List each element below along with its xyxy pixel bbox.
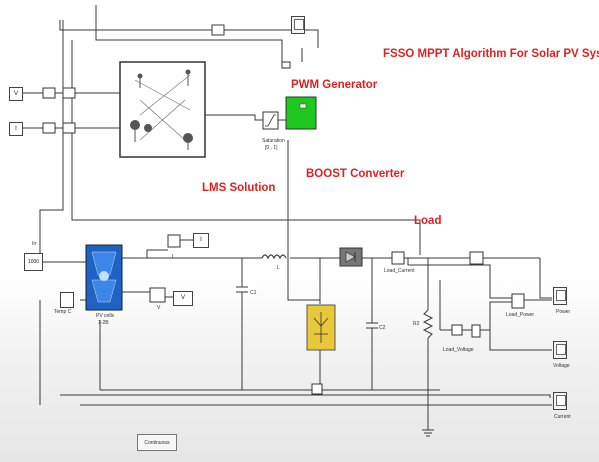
wire-top-3: [95, 5, 283, 62]
pwm-title: PWM Generator: [291, 79, 378, 91]
gain-v: [42, 87, 56, 99]
wire-pwm-switch: [287, 140, 320, 301]
lms-title: LMS Solution: [202, 182, 276, 194]
load-current-label: Load_Current: [384, 268, 415, 274]
v-input-block[interactable]: V: [9, 87, 23, 101]
gain-v2: [62, 87, 76, 99]
temp-label: Temp C: [54, 309, 72, 315]
c2-label: C2: [379, 325, 386, 331]
mux-top: [211, 24, 225, 36]
product-block: [511, 293, 525, 309]
load-voltage-meter: [451, 324, 463, 336]
i-meter-label: I: [172, 254, 174, 260]
load-voltage-label: Load_Voltage: [443, 347, 474, 353]
diode-block: [339, 247, 363, 267]
voltage-scope-label: Voltage: [553, 363, 570, 369]
pv-label-2: 1-2B: [98, 320, 109, 326]
gain-i2: [62, 122, 76, 134]
irr-constant-block[interactable]: 1000: [24, 253, 43, 271]
i-output-block[interactable]: I: [193, 233, 209, 248]
main-title: FSSO MPPT Algorithm For Solar PV System: [383, 48, 599, 60]
temp-constant-block[interactable]: [60, 292, 74, 308]
ground-switch: [311, 383, 323, 395]
current-scope[interactable]: [553, 392, 567, 410]
saturation-block: [262, 111, 279, 130]
inductor-label: L: [277, 265, 280, 271]
pv-array-block: [85, 244, 123, 311]
gain-lv: [471, 324, 481, 338]
current-meter-block: [167, 234, 181, 248]
pv-label-1: PV cells: [96, 313, 115, 319]
gain-i: [42, 122, 56, 134]
saturation-label: Saturation: [262, 138, 285, 144]
v-output-block[interactable]: V: [173, 291, 193, 306]
load-current-meter: [391, 251, 405, 265]
r2-label: R2: [413, 321, 420, 327]
v-meter-label: V: [157, 305, 161, 311]
current-scope-label: Current: [554, 414, 571, 420]
load-power-label: Load_Power: [506, 312, 535, 318]
switch-block: [306, 304, 336, 351]
power-scope-label: Power: [556, 309, 571, 315]
saturation-range: [0 , 1]: [265, 145, 278, 151]
i-input-block[interactable]: I: [9, 122, 23, 136]
power-scope[interactable]: [553, 287, 567, 305]
boost-title: BOOST Converter: [306, 168, 405, 180]
voltage-scope[interactable]: [553, 341, 567, 359]
c1-label: C1: [250, 290, 257, 296]
wire-left-vert: [39, 20, 64, 260]
voltage-meter-block: [149, 287, 166, 303]
pwm-generator-block: [285, 96, 317, 130]
irr-label: Irr: [32, 241, 37, 247]
lms-subsystem-block: [119, 61, 206, 158]
powergui-continuous-block[interactable]: Continuous: [137, 434, 177, 451]
inductor-l: [261, 254, 287, 260]
gain-load: [469, 251, 484, 265]
small-gain-top: [281, 61, 291, 69]
load-title: Load: [414, 215, 442, 227]
wire-top-1: [59, 20, 212, 31]
top-scope[interactable]: [291, 16, 305, 34]
wire-top-2: [224, 29, 319, 48]
